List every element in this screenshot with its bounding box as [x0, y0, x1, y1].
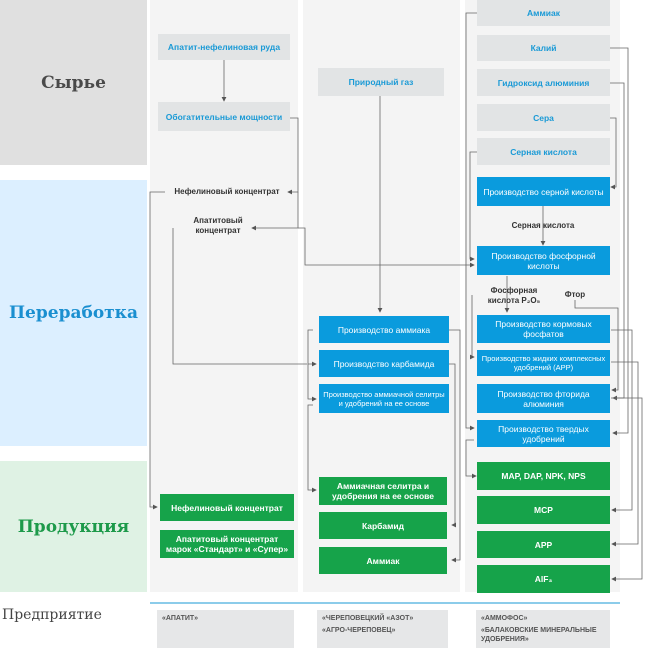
edge-enrichment-nepheline: [287, 117, 299, 195]
proc-sulfuric-acid: Производство серной кислоты: [477, 177, 610, 206]
column-bg-3: [465, 0, 620, 592]
product-ammonium-nitrate: Аммиачная селитра и удобрения на ее осно…: [319, 477, 447, 505]
band-products-label: Продукция: [17, 516, 130, 537]
raw-potassium: Калий: [477, 35, 610, 61]
edge-ammonia-urea: [307, 329, 317, 367]
footer-enterprise-3: «АММОФОС» «БАЛАКОВСКИЕ МИНЕРАЛЬНЫЕ УДОБР…: [476, 610, 610, 648]
footer-label: Предприятие: [2, 607, 102, 623]
flow-label-apatite: Апатитовый концентрат: [193, 216, 243, 235]
footer-enterprise-3-line-2: «БАЛАКОВСКИЕ МИНЕРАЛЬНЫЕ УДОБРЕНИЯ»: [481, 627, 597, 643]
raw-enrichment: Обогатительные мощности: [158, 102, 290, 131]
edge-enrichment-apatite: [251, 192, 299, 231]
edge-alhydroxide: [610, 82, 625, 401]
proc-urea: Производство карбамида: [319, 350, 449, 377]
raw-apatite-ore: Апатит-нефелиновая руда: [158, 34, 290, 60]
product-map-dap: MAP, DAP, NPK, NPS: [477, 462, 610, 490]
raw-natural-gas: Природный газ: [318, 68, 444, 96]
raw-sulfur: Сера: [477, 104, 610, 131]
edge-fluoride-alf3: [611, 397, 643, 582]
edge-apatite-down: [172, 228, 307, 365]
edge-potassium: [610, 47, 629, 436]
edge-fluorine: [574, 300, 619, 393]
footer-enterprise-1-line-1: «АПАТИТ»: [162, 615, 199, 622]
edge-solid-map: [465, 439, 477, 479]
proc-feed-phosphates: Производство кормовых фосфатов: [477, 315, 610, 343]
footer-enterprise-2-line-1: «ЧЕРЕПОВЕЦКИЙ «АЗОТ»: [322, 615, 414, 622]
flow-label-nepheline: Нефелиновый концентрат: [174, 187, 280, 196]
product-mcp: MCP: [477, 496, 610, 524]
product-apatite-concentrate: Апатитовый концентрат марок «Стандарт» и…: [160, 530, 294, 558]
product-urea: Карбамид: [319, 512, 447, 539]
footer-enterprise-1: «АПАТИТ»: [157, 610, 294, 648]
raw-aluminium-hydroxide: Гидроксид алюминия: [477, 69, 610, 96]
product-alf3: AlF₃: [477, 565, 610, 593]
proc-ammonia: Производство аммиака: [319, 316, 449, 343]
flow-label-phosphoric: Фосфорная кислота P₂O₅: [487, 286, 541, 305]
band-products: Продукция: [0, 461, 147, 592]
proc-liquid-fertilizers: Производство жидких комплексных удобрени…: [477, 350, 610, 376]
edge-urea-product: [449, 363, 456, 528]
proc-ammonium-nitrate: Производство аммиачной селитры и удобрен…: [319, 384, 449, 413]
edge-nepheline-product: [149, 191, 165, 510]
proc-aluminium-fluoride: Производство фторида алюминия: [477, 384, 610, 413]
edge-ammonia-nitrate: [307, 364, 317, 402]
flow-label-fluorine: Фтор: [564, 290, 586, 299]
edge-sulfur: [610, 117, 617, 190]
edge-ammonia-product: [449, 329, 461, 563]
flow-label-sulfuric: Серная кислота: [511, 221, 575, 230]
proc-solid-fertilizers: Производство твердых удобрений: [477, 420, 610, 447]
edge-feed-mcp: [611, 329, 633, 513]
proc-phosphoric-acid: Производство фосфорной кислоты: [477, 246, 610, 275]
footer-enterprise-2-line-2: «АГРО-ЧЕРЕПОВЕЦ»: [322, 627, 396, 634]
edge-raw-ammonia: [465, 12, 477, 431]
edge-liquid-app: [611, 361, 639, 547]
raw-ammonia: Аммиак: [477, 0, 610, 26]
footer-enterprise-2: «ЧЕРЕПОВЕЦКИЙ «АЗОТ» «АГРО-ЧЕРЕПОВЕЦ»: [317, 610, 448, 648]
product-ammonia: Аммиак: [319, 547, 447, 574]
band-processing: Переработка: [0, 180, 147, 446]
band-raw-label: Сырье: [41, 72, 106, 93]
edge-raw-sulfuric: [469, 151, 477, 262]
footer-enterprise-3-line-1: «АММОФОС»: [481, 615, 528, 622]
product-app: APP: [477, 531, 610, 558]
edge-enrichment-phosphoric: [298, 227, 475, 268]
product-nepheline-concentrate: Нефелиновый концентрат: [160, 494, 294, 521]
raw-sulfuric-acid: Серная кислота: [477, 138, 610, 165]
band-processing-label: Переработка: [9, 303, 138, 323]
edge-phosphoric-liquid: [470, 295, 475, 360]
band-raw: Сырье: [0, 0, 147, 165]
edge-nitrate-product: [307, 404, 317, 493]
